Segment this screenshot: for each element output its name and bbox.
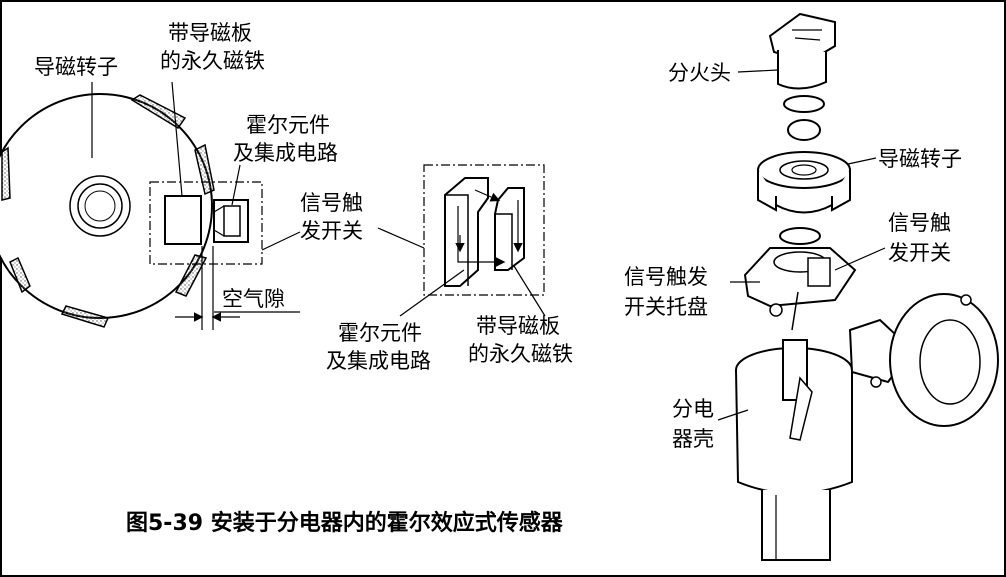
- label-switch-1: 信号触: [300, 191, 363, 215]
- ring-3: [779, 227, 821, 245]
- label-switch-2: 发开关: [300, 219, 363, 243]
- hall-element: [213, 199, 249, 243]
- leader-middle-switch: [377, 227, 425, 249]
- figure-caption: 图5-39 安装于分电器内的霍尔效应式传感器: [126, 510, 564, 536]
- detail-box: [423, 164, 545, 296]
- rotor-vane-top: [130, 94, 187, 130]
- label-hall-1: 霍尔元件: [246, 113, 330, 137]
- label-right-plate-2: 开关托盘: [624, 295, 708, 319]
- label-right-plate-1: 信号触发: [624, 265, 708, 289]
- label-right-switch-2: 发开关: [888, 241, 951, 265]
- label-mid-hall-1: 霍尔元件: [338, 321, 422, 345]
- leader-middle-hall: [399, 269, 465, 317]
- left-rotor-diagram: 导磁转子 带导磁板 的永久磁铁 霍尔元件 及集成电路 信号触 发开关 空气隙: [0, 21, 363, 330]
- magnet-block: [164, 195, 202, 245]
- leader-hall: [231, 164, 241, 206]
- leader-magnet: [171, 81, 183, 197]
- label-gap: 空气隙: [222, 287, 285, 311]
- leader-switch: [261, 231, 301, 251]
- label-right-cap: 分火头: [668, 61, 731, 85]
- detail-magnet-left: [444, 177, 489, 287]
- middle-detail-diagram: 霍尔元件 及集成电路 带导磁板 的永久磁铁: [326, 164, 573, 373]
- ring-1: [783, 95, 825, 113]
- rotor-vane-lower-left: [9, 256, 31, 294]
- rotor-ring-inner: [77, 183, 123, 229]
- ring-2: [787, 119, 821, 141]
- detail-magnet-right: [494, 187, 525, 271]
- label-mid-magnet-1: 带导磁板: [476, 314, 560, 338]
- label-right-housing-2: 器壳: [672, 427, 714, 451]
- label-magnet-2: 的永久磁铁: [160, 49, 265, 73]
- sensor-box: [149, 181, 263, 265]
- label-mid-magnet-2: 的永久磁铁: [468, 342, 573, 366]
- label-rotor: 导磁转子: [34, 55, 118, 79]
- rotor-vane-bottom: [60, 305, 110, 328]
- rotor-vane-left: [1, 146, 11, 201]
- label-right-rotor: 导磁转子: [878, 147, 962, 171]
- leader-middle-magnet: [513, 265, 546, 317]
- label-right-switch-1: 信号触: [888, 211, 951, 235]
- rotor-hub: [84, 190, 116, 222]
- rotor-ring-outer: [69, 175, 131, 237]
- label-mid-hall-2: 及集成电路: [326, 349, 431, 373]
- label-hall-2: 及集成电路: [233, 141, 338, 165]
- label-right-housing-1: 分电: [672, 397, 714, 421]
- right-exploded-view: [735, 12, 999, 561]
- label-magnet-1: 带导磁板: [168, 21, 252, 45]
- right-leaders: [717, 69, 886, 421]
- housing-stem: [761, 490, 831, 561]
